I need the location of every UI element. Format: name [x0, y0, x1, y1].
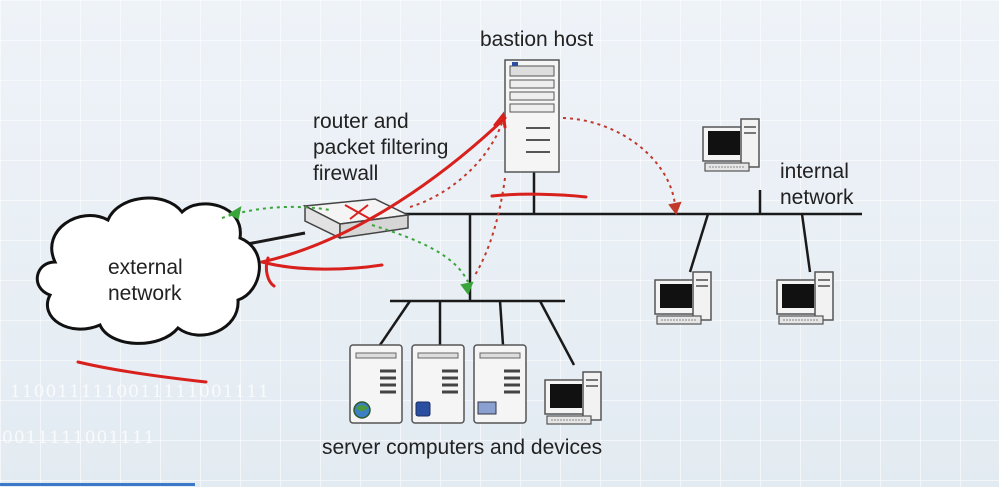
- annotation-stroke-3: [490, 192, 588, 199]
- database-icon: [415, 401, 431, 417]
- router-firewall-icon: [302, 198, 411, 240]
- background-binary-row1: 1100111110011111001111: [10, 382, 270, 402]
- annotation-stroke-1: [260, 116, 507, 264]
- internal-pc-icon-1: [702, 118, 760, 172]
- internal-pc-icon-3: [776, 271, 834, 325]
- annotation-stroke-2: [260, 260, 384, 271]
- internal-network-label-line2: network: [780, 186, 854, 209]
- router-label-line3: firewall: [313, 162, 379, 185]
- servers-label: server computers and devices: [322, 436, 603, 459]
- external-network-cloud: [35, 196, 261, 345]
- bastion-host-label: bastion host: [480, 28, 594, 51]
- internal-network-label-line1: internal: [780, 160, 849, 183]
- bastion-host-server-icon: [504, 59, 560, 173]
- folder-icon: [477, 401, 497, 415]
- router-label-line1: router and: [313, 110, 409, 133]
- router-label-line2: packet filtering: [313, 136, 449, 159]
- video-progress-bar[interactable]: [0, 483, 195, 486]
- server-pc-icon: [544, 371, 602, 425]
- external-network-label-line2: network: [108, 282, 182, 305]
- annotation-stroke-4: [76, 360, 208, 384]
- internal-pc-icon-2: [654, 271, 712, 325]
- background-binary-row2: 0011111001111: [2, 428, 156, 448]
- external-network-label-line1: external: [108, 256, 183, 279]
